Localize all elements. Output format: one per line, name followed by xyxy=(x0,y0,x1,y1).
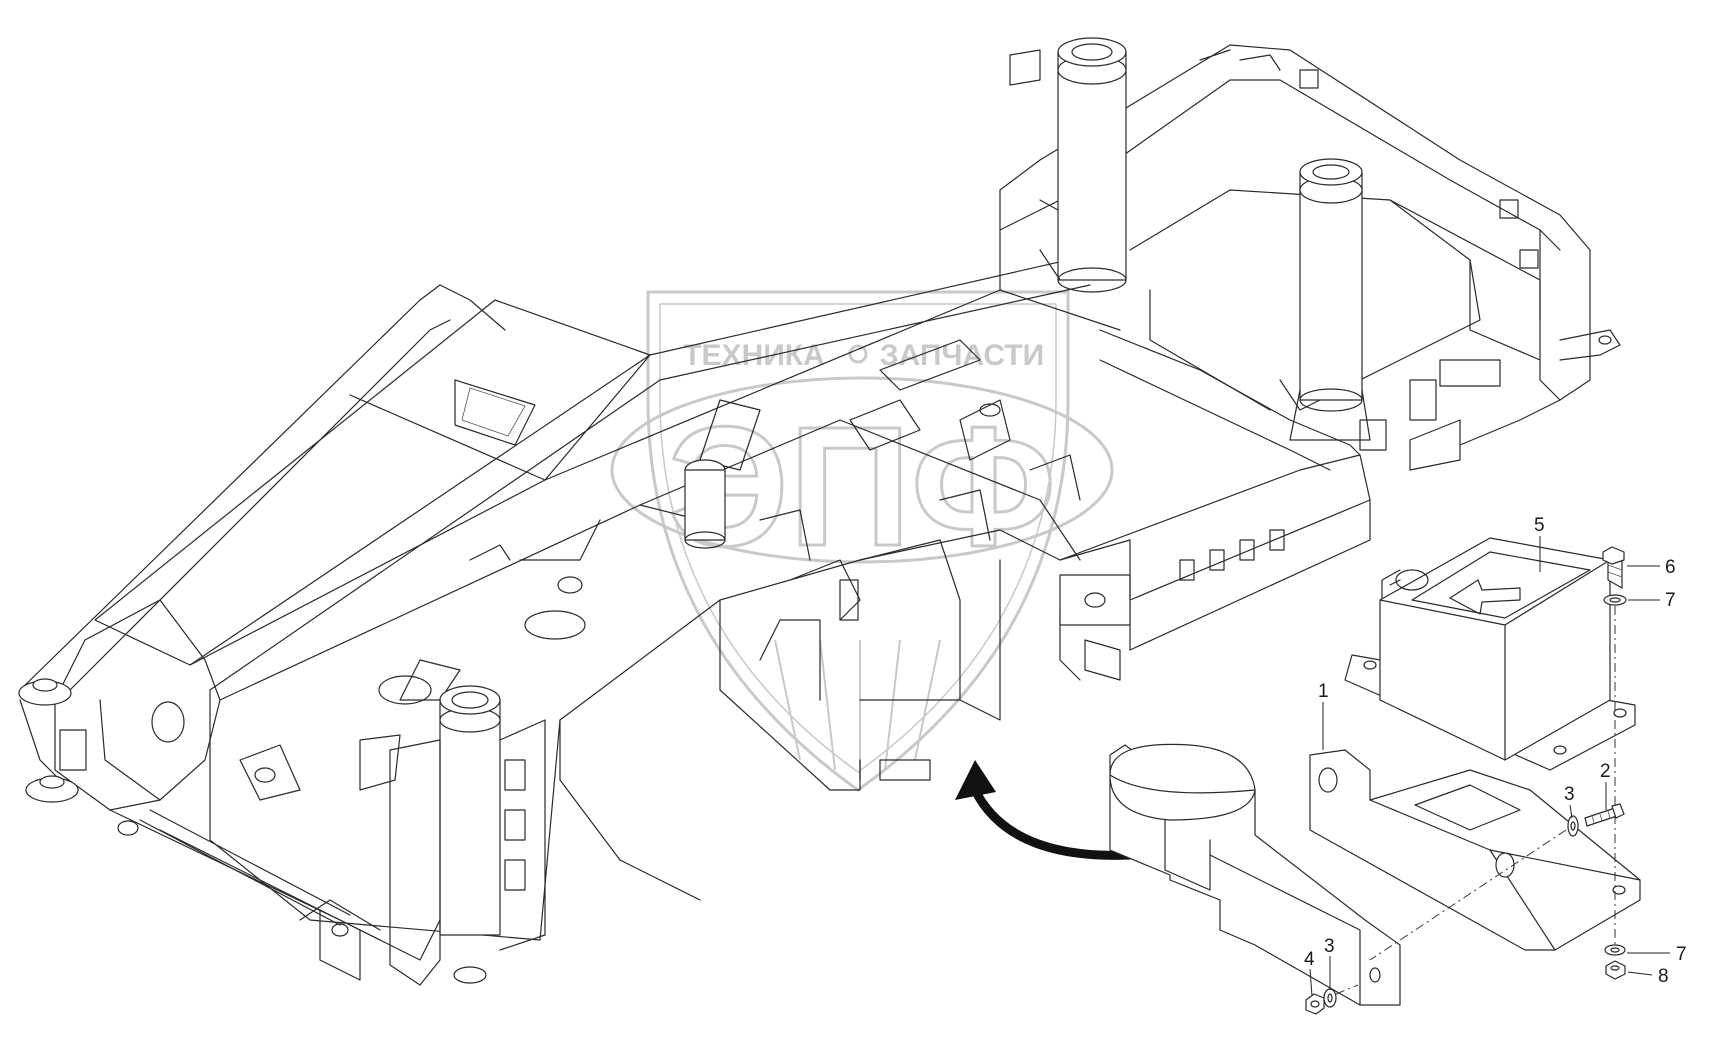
callout-8: 8 xyxy=(1658,966,1669,987)
callout-4: 4 xyxy=(1304,949,1315,970)
callout-5: 5 xyxy=(1534,515,1545,536)
main-frame xyxy=(18,37,1621,986)
callout-labels: 1 2 3 3 4 5 6 7 7 8 xyxy=(1304,515,1687,997)
callout-6: 6 xyxy=(1665,557,1676,578)
callout-7a: 7 xyxy=(1665,590,1676,611)
callout-1: 1 xyxy=(1318,681,1329,702)
watermark-logo-text: ЭПФ xyxy=(668,392,1056,582)
callout-3b: 3 xyxy=(1324,936,1335,957)
watermark-text-left: ТЕХНИКА xyxy=(683,339,825,372)
callout-3a: 3 xyxy=(1564,784,1575,805)
direction-arrow xyxy=(955,760,1135,860)
part-1-bracket xyxy=(1309,749,1641,951)
hardware-fasteners xyxy=(1305,546,1627,1015)
watermark-logo: ТЕХНИКА ЗАПЧАСТИ ЭПФ xyxy=(610,290,1114,792)
callout-2: 2 xyxy=(1600,761,1611,782)
pin-knob-part xyxy=(1109,743,1401,1006)
part-5-box xyxy=(1344,537,1636,771)
callout-7b: 7 xyxy=(1676,944,1687,965)
